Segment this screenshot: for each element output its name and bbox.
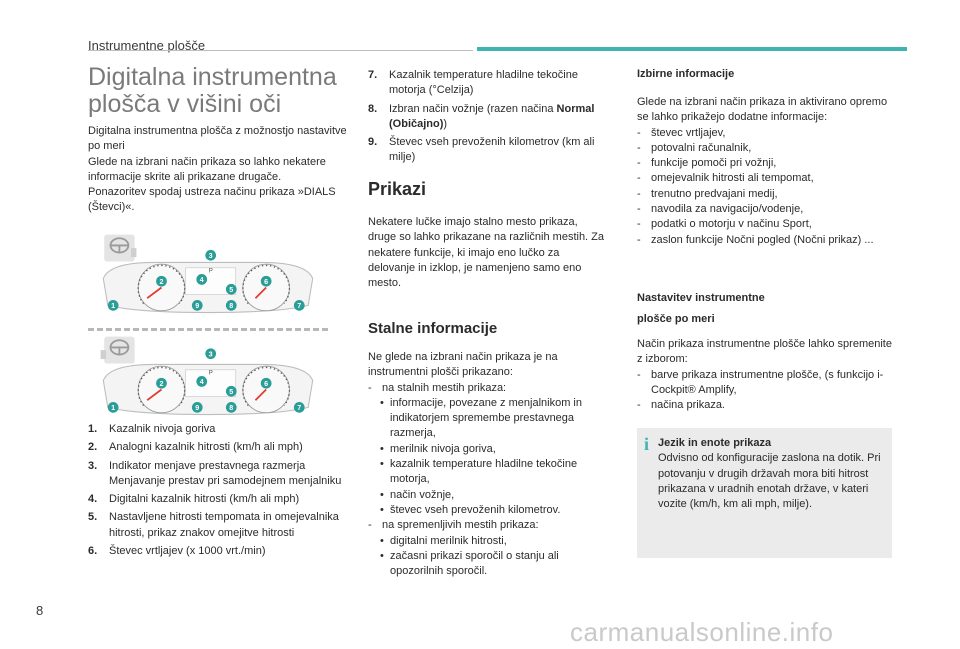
list-item: -na stalnih mestih prikaza: — [368, 381, 507, 394]
list-item: •digitalni merilnik hitrosti, — [380, 534, 507, 547]
stalne-heading: Stalne informacije — [368, 320, 498, 337]
instrument-cluster-diagram-bottom: P 1 2 3 4 5 6 7 8 9 — [100, 336, 314, 416]
steering-wheel-icon — [100, 336, 135, 364]
stalne-content: Ne glede na izbrani način prikaza je na … — [368, 350, 608, 579]
info-box-text: Jezik in enote prikaza Odvisno od konfig… — [658, 437, 881, 511]
nastavitev-content: Način prikaza instrumentne plošče lahko … — [637, 337, 892, 413]
list-item: •merilnik nivoja goriva, — [380, 442, 496, 455]
legend-item: 5.Nastavljene hitrosti tempomata in omej… — [88, 511, 339, 539]
page-number: 8 — [36, 603, 44, 618]
badge-4: 4 — [200, 378, 204, 386]
info-box — [637, 428, 892, 558]
info-icon: i — [644, 434, 650, 454]
legend-item: 7.Kazalnik temperature hladilne tekočine… — [368, 69, 578, 97]
legend-item: 3.Indikator menjave prestavnega razmerja… — [88, 459, 342, 487]
legend-list-continued: 7.Kazalnik temperature hladilne tekočine… — [368, 68, 608, 169]
legend-item: 9.Števec vseh prevoženih kilometrov (km … — [368, 136, 595, 164]
gear-indicator-label: P — [209, 267, 213, 274]
badge-7: 7 — [297, 404, 301, 412]
list-item: -trenutno predvajani medij, — [637, 187, 778, 200]
list-item: -načina prikaza. — [637, 399, 725, 412]
list-item: -omejevalnik hitrosti ali tempomat, — [637, 172, 814, 185]
badge-1: 1 — [111, 404, 115, 412]
badge-3: 3 — [209, 350, 213, 358]
legend-item: 6.Števec vrtljajev (x 1000 vrt./min) — [88, 545, 266, 558]
list-item: -funkcije pomoči pri vožnji, — [637, 157, 777, 170]
izbirne-content: Glede na izbrani način prikaza in aktivi… — [637, 95, 892, 248]
badge-1: 1 — [111, 302, 115, 310]
badge-6: 6 — [264, 380, 268, 388]
list-item: -navodila za navigacijo/vodenje, — [637, 203, 804, 216]
badge-8: 8 — [229, 302, 233, 310]
section-header: Instrumentne plošče — [88, 38, 206, 53]
list-item: •kazalnik temperature hladilne tekočine … — [380, 458, 578, 486]
badge-9: 9 — [195, 404, 199, 412]
badge-4: 4 — [200, 276, 204, 284]
badge-6: 6 — [264, 278, 268, 286]
badge-8: 8 — [229, 404, 233, 412]
list-item: -števec vrtljajev, — [637, 126, 726, 139]
gear-indicator-label: P — [209, 369, 213, 376]
nastavitev-heading: Nastavitev instrumentne plošče po meri — [637, 292, 765, 325]
badge-9: 9 — [195, 302, 199, 310]
list-item: -zaslon funkcije Nočni pogled (Nočni pri… — [637, 233, 874, 246]
badge-5: 5 — [229, 388, 233, 396]
badge-2: 2 — [159, 380, 163, 388]
legend-item: 1.Kazalnik nivoja goriva — [88, 423, 216, 435]
header-divider — [88, 50, 473, 51]
header-accent-bar — [477, 47, 907, 51]
prikazi-text: Nekatere lučke imajo stalno mesto prikaz… — [368, 216, 605, 290]
legend-item: 8.Izbran način vožnje (razen načina Norm… — [368, 102, 595, 130]
page-title: Digitalna instrumentna plošča v višini o… — [88, 63, 337, 118]
badge-2: 2 — [159, 278, 163, 286]
watermark: carmanualsonline.info — [570, 617, 834, 647]
legend-item: 2.Analogni kazalnik hitrosti (km/h ali m… — [88, 441, 303, 454]
legend-list: 1.Kazalnik nivoja goriva 2.Analogni kaza… — [88, 422, 358, 562]
steering-wheel-icon — [104, 234, 137, 262]
list-item: •začasni prikazi sporočil o stanju ali o… — [380, 549, 559, 578]
list-item: -potovalni računalnik, — [637, 141, 752, 154]
badge-3: 3 — [209, 252, 213, 260]
instrument-cluster-diagram-top: P 1 2 3 4 5 6 7 8 9 — [102, 234, 314, 314]
list-item: •način vožnje, — [380, 488, 455, 501]
badge-5: 5 — [229, 286, 233, 294]
badge-7: 7 — [297, 302, 301, 310]
list-item: •števec vseh prevoženih kilometrov. — [380, 503, 561, 516]
list-item: -na spremenljivih mestih prikaza: — [368, 519, 539, 532]
list-item: •informacije, povezane z menjalnikom in … — [380, 396, 582, 440]
diagram-separator — [88, 328, 328, 331]
izbirne-heading: Izbirne informacije — [637, 68, 735, 80]
list-item: -barve prikaza instrumentne plošče, (s f… — [637, 368, 884, 396]
intro-text: Digitalna instrumentna plošča z možnostj… — [88, 125, 347, 214]
prikazi-heading: Prikazi — [368, 179, 427, 199]
list-item: -podatki o motorju v načinu Sport, — [637, 218, 812, 231]
legend-item: 4.Digitalni kazalnik hitrosti (km/h ali … — [88, 493, 300, 506]
